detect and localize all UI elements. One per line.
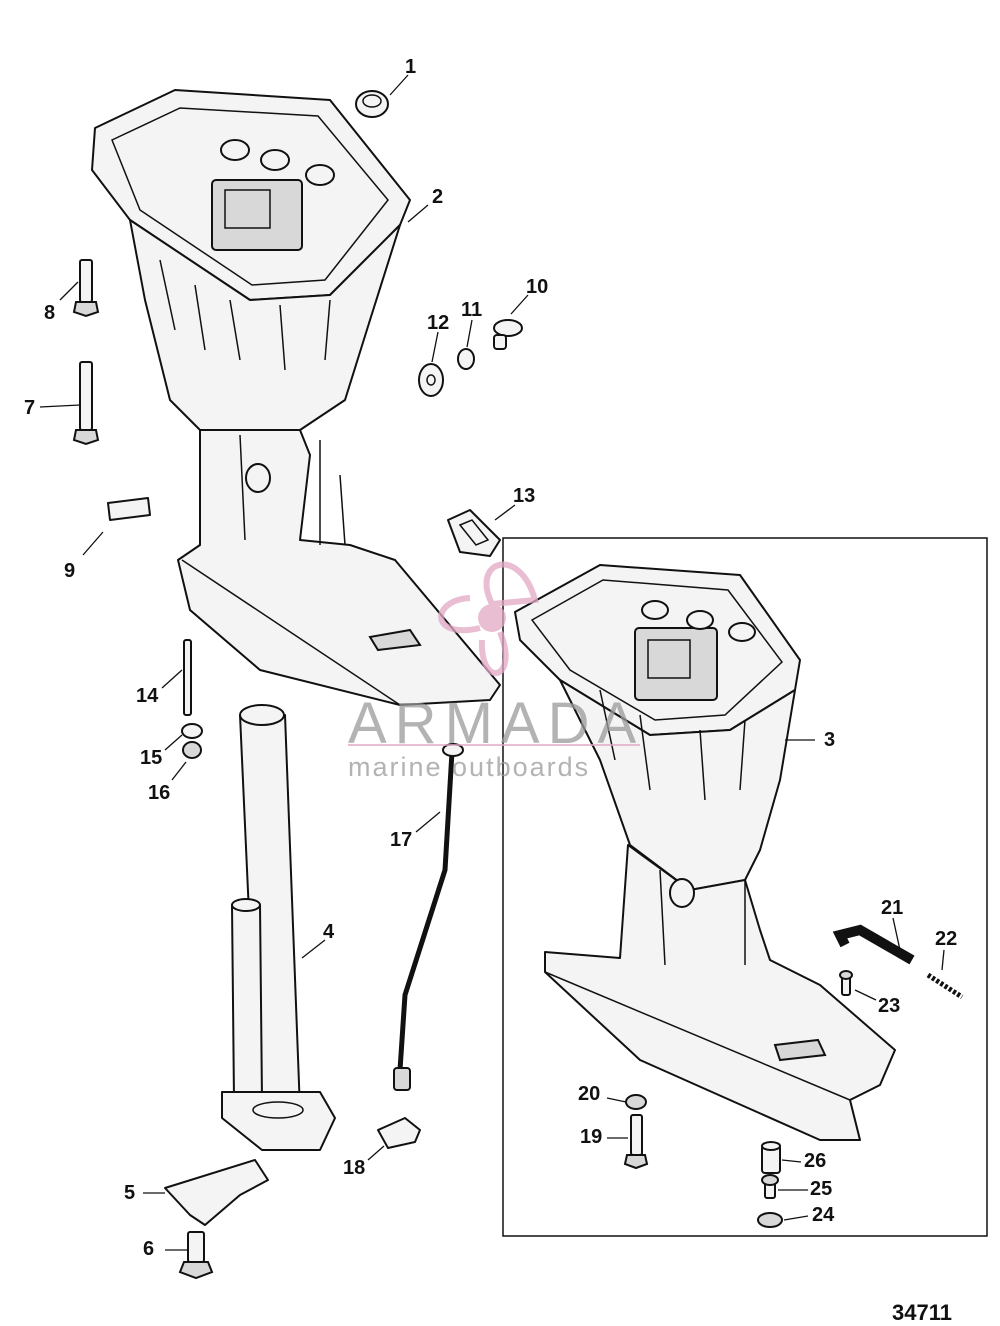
grommet-part-13 bbox=[447, 509, 501, 557]
seal-part-11 bbox=[457, 348, 475, 370]
callout-21: 21 bbox=[881, 897, 904, 919]
callout-9: 9 bbox=[64, 560, 76, 582]
callout-17: 17 bbox=[390, 829, 413, 851]
water-tube-part-17 bbox=[393, 743, 464, 1091]
grommet-part-1 bbox=[355, 90, 389, 118]
watermark-brand: ARMADA bbox=[348, 691, 645, 756]
callout-23: 23 bbox=[878, 995, 901, 1017]
watermark-tagline: marine outboards bbox=[348, 752, 591, 782]
kit-boundary-box bbox=[502, 537, 988, 1237]
callout-10: 10 bbox=[526, 276, 549, 298]
callout-19: 19 bbox=[580, 1126, 603, 1148]
callout-4: 4 bbox=[323, 921, 335, 943]
plate-part-5 bbox=[164, 1159, 269, 1226]
callout-26: 26 bbox=[804, 1150, 827, 1172]
callout-8: 8 bbox=[44, 302, 56, 324]
washer-part-24 bbox=[757, 1212, 783, 1228]
callout-2: 2 bbox=[432, 186, 444, 208]
callout-20: 20 bbox=[578, 1083, 601, 1105]
callout-14: 14 bbox=[136, 685, 159, 707]
clip-part-18 bbox=[377, 1117, 421, 1149]
callout-22: 22 bbox=[935, 928, 958, 950]
plug-part-10 bbox=[493, 319, 523, 350]
callout-5: 5 bbox=[124, 1182, 136, 1204]
exhaust-tube-part-4 bbox=[221, 704, 336, 1151]
callout-18: 18 bbox=[343, 1157, 366, 1179]
figure-number: 34711 bbox=[892, 1300, 952, 1325]
callout-13: 13 bbox=[513, 485, 536, 507]
callout-12: 12 bbox=[427, 312, 450, 334]
watermark-propeller-logo bbox=[348, 561, 640, 746]
driveshaft-housing-part-3 bbox=[514, 564, 896, 1141]
leader-lines bbox=[39, 74, 945, 1251]
screw-part-6 bbox=[178, 1231, 214, 1280]
washer-part-12 bbox=[418, 363, 444, 397]
screw-part-25 bbox=[761, 1174, 779, 1199]
nut-part-16 bbox=[182, 741, 202, 759]
screw-part-19 bbox=[623, 1114, 649, 1170]
washer-part-20 bbox=[625, 1094, 647, 1110]
fitting-part-23 bbox=[839, 970, 853, 996]
spring-part-22 bbox=[926, 972, 964, 1000]
bushing-part-26 bbox=[761, 1141, 781, 1174]
callout-7: 7 bbox=[24, 397, 36, 419]
callout-1: 1 bbox=[405, 56, 417, 78]
callout-16: 16 bbox=[148, 782, 171, 804]
tube-part-21 bbox=[832, 924, 915, 965]
callout-25: 25 bbox=[810, 1178, 833, 1200]
driveshaft-housing-part-2 bbox=[91, 89, 501, 706]
callout-24: 24 bbox=[812, 1204, 835, 1226]
bolt-part-8 bbox=[72, 259, 100, 318]
bolt-part-7 bbox=[72, 361, 100, 446]
stud-part-14 bbox=[183, 639, 192, 716]
callout-15: 15 bbox=[140, 747, 163, 769]
washer-part-15 bbox=[181, 723, 203, 739]
callout-11: 11 bbox=[461, 299, 483, 321]
callout-3: 3 bbox=[824, 729, 836, 751]
pad-part-9 bbox=[107, 497, 151, 521]
callout-6: 6 bbox=[143, 1238, 155, 1260]
